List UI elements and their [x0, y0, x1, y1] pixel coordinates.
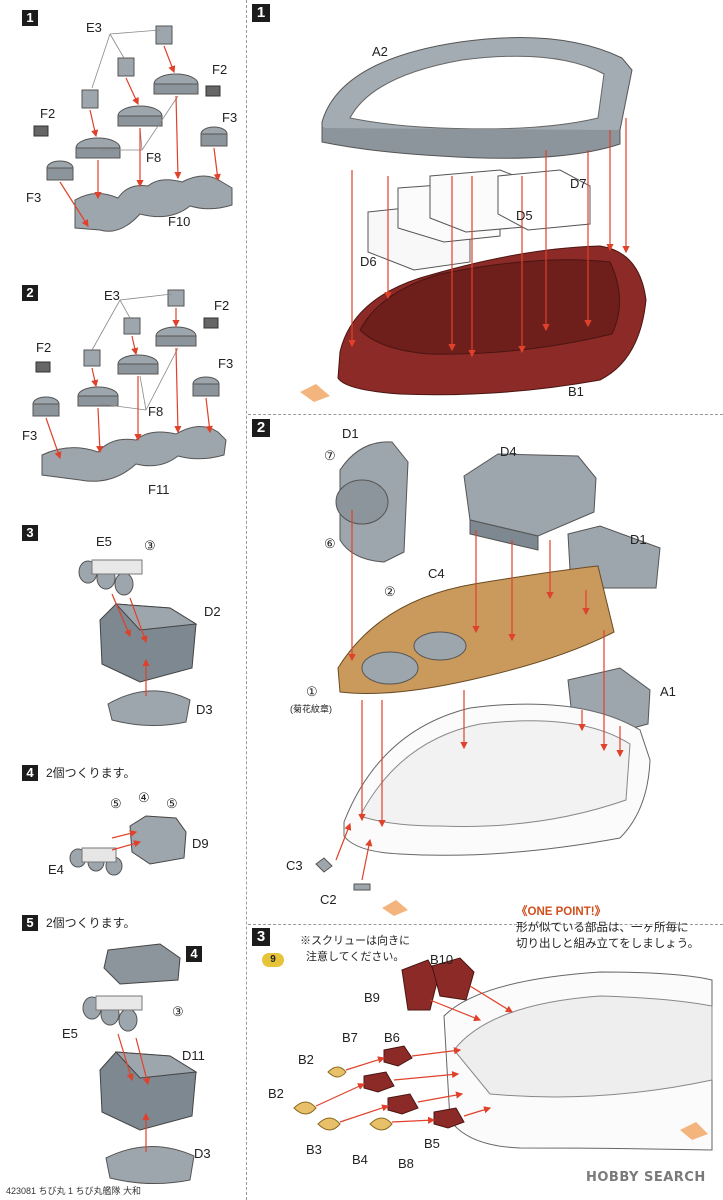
s1-label-e3: E3 — [86, 20, 102, 35]
s1-label-f2b: F2 — [40, 106, 56, 121]
r2-label-c2-part: C2 — [320, 892, 337, 907]
right-divider-2 — [248, 924, 723, 925]
s3-label-d3: D3 — [196, 702, 213, 717]
s1-label-f3b: F3 — [26, 190, 42, 205]
s2-label-f11: F11 — [148, 482, 170, 497]
s2-label-f3a: F3 — [218, 356, 234, 371]
step-5-note: 2個つくります。 — [46, 916, 136, 930]
step-1-number: 1 — [22, 10, 38, 26]
r2-label-c6: ⑥ — [324, 536, 336, 551]
r2-label-a1: A1 — [660, 684, 676, 699]
r3-label-b6: B6 — [384, 1030, 400, 1045]
s1-label-f10: F10 — [168, 214, 191, 229]
s2-label-f8: F8 — [148, 404, 164, 419]
r1-label-a2: A2 — [372, 44, 388, 59]
one-point-box: 《ONE POINT!》 形が似ている部品は、一ヶ所毎に 切り出しと組み立てをし… — [516, 904, 716, 952]
s4-label-c5a: ⑤ — [110, 796, 122, 811]
one-point-line1: 形が似ている部品は、一ヶ所毎に — [516, 922, 689, 934]
step-5-number: 5 — [22, 915, 38, 931]
step-2-art — [32, 289, 227, 482]
screw-note-line1: ※スクリューは向きに — [300, 935, 410, 947]
s5-label-d3: D3 — [194, 1146, 211, 1161]
right-step-3-number: 3 — [252, 928, 270, 946]
r3-label-b3: B3 — [306, 1142, 322, 1157]
r3-label-b8: B8 — [398, 1156, 414, 1171]
s5-label-e5: E5 — [62, 1026, 78, 1041]
watermark-text: HOBBY SEARCH — [586, 1170, 706, 1185]
step-4-art — [69, 815, 187, 876]
r2-label-c4: C4 — [428, 566, 445, 581]
s5-label-c3: ③ — [172, 1004, 184, 1019]
r2-label-c2: ② — [384, 584, 396, 599]
r2-label-c3: C3 — [286, 858, 303, 873]
right-step-1-art — [300, 37, 647, 402]
r2-label-d4: D4 — [500, 444, 517, 459]
r3-label-b5: B5 — [424, 1136, 440, 1151]
s4-label-d9: D9 — [192, 836, 209, 851]
footer-text: 423081 ちび丸 1 ちび丸艦隊 大和 — [6, 1186, 142, 1196]
step-4-number: 4 — [22, 765, 38, 781]
r3-label-b4: B4 — [352, 1152, 368, 1167]
r3-label-b10: B10 — [430, 952, 454, 967]
s3-label-c3: ③ — [144, 538, 156, 553]
s2-label-e3: E3 — [104, 288, 120, 303]
s4-label-e4: E4 — [48, 862, 64, 877]
r3-label-b9: B9 — [364, 990, 380, 1005]
s2-label-f2a: F2 — [214, 298, 230, 313]
s5-label-d11: D11 — [182, 1048, 205, 1063]
r3-label-b7: B7 — [342, 1030, 358, 1045]
screw-note-badge: 9 — [262, 953, 284, 967]
s3-label-d2: D2 — [204, 604, 221, 619]
step-5-art — [82, 943, 198, 1185]
s1-label-f2a: F2 — [212, 62, 228, 77]
r2-label-d1b: D1 — [630, 532, 647, 547]
right-step-2-art — [315, 441, 661, 916]
r2-label-c7: ⑦ — [324, 448, 336, 463]
s4-label-c5b: ⑤ — [166, 796, 178, 811]
r1-label-d6: D6 — [360, 254, 377, 269]
right-step-2-number: 2 — [252, 419, 270, 437]
step-4-note: 2個つくります。 — [46, 766, 136, 780]
r1-label-d5: D5 — [516, 208, 533, 223]
step-3-number: 3 — [22, 525, 38, 541]
step-3-art — [78, 559, 198, 727]
s4-label-c4: ④ — [138, 790, 150, 805]
s2-label-f2b: F2 — [36, 340, 52, 355]
r1-label-b1: B1 — [568, 384, 584, 399]
right-divider-1 — [248, 414, 723, 415]
r2-label-kiku: (菊花紋章) — [290, 704, 332, 714]
right-step-3-art — [293, 957, 713, 1151]
one-point-line2: 切り出しと組み立てをしましょう。 — [516, 938, 700, 950]
r2-label-c1: ① — [306, 684, 318, 699]
step-2-number: 2 — [22, 285, 38, 301]
r1-label-d7: D7 — [570, 176, 587, 191]
s5-label-box: 4 — [186, 946, 202, 962]
one-point-heading: 《ONE POINT!》 — [516, 906, 607, 918]
s2-label-f3b: F3 — [22, 428, 38, 443]
r3-label-b2a: B2 — [298, 1052, 314, 1067]
r3-label-b2b: B2 — [268, 1086, 284, 1101]
right-step-1-number: 1 — [252, 4, 270, 22]
step-1-art — [33, 25, 233, 232]
s1-label-f3a: F3 — [222, 110, 238, 125]
column-divider — [246, 0, 247, 1200]
screw-note-line2: 注意してください。 — [306, 951, 405, 963]
s3-label-e5: E5 — [96, 534, 112, 549]
r2-label-d1a: D1 — [342, 426, 359, 441]
s1-label-f8: F8 — [146, 150, 162, 165]
